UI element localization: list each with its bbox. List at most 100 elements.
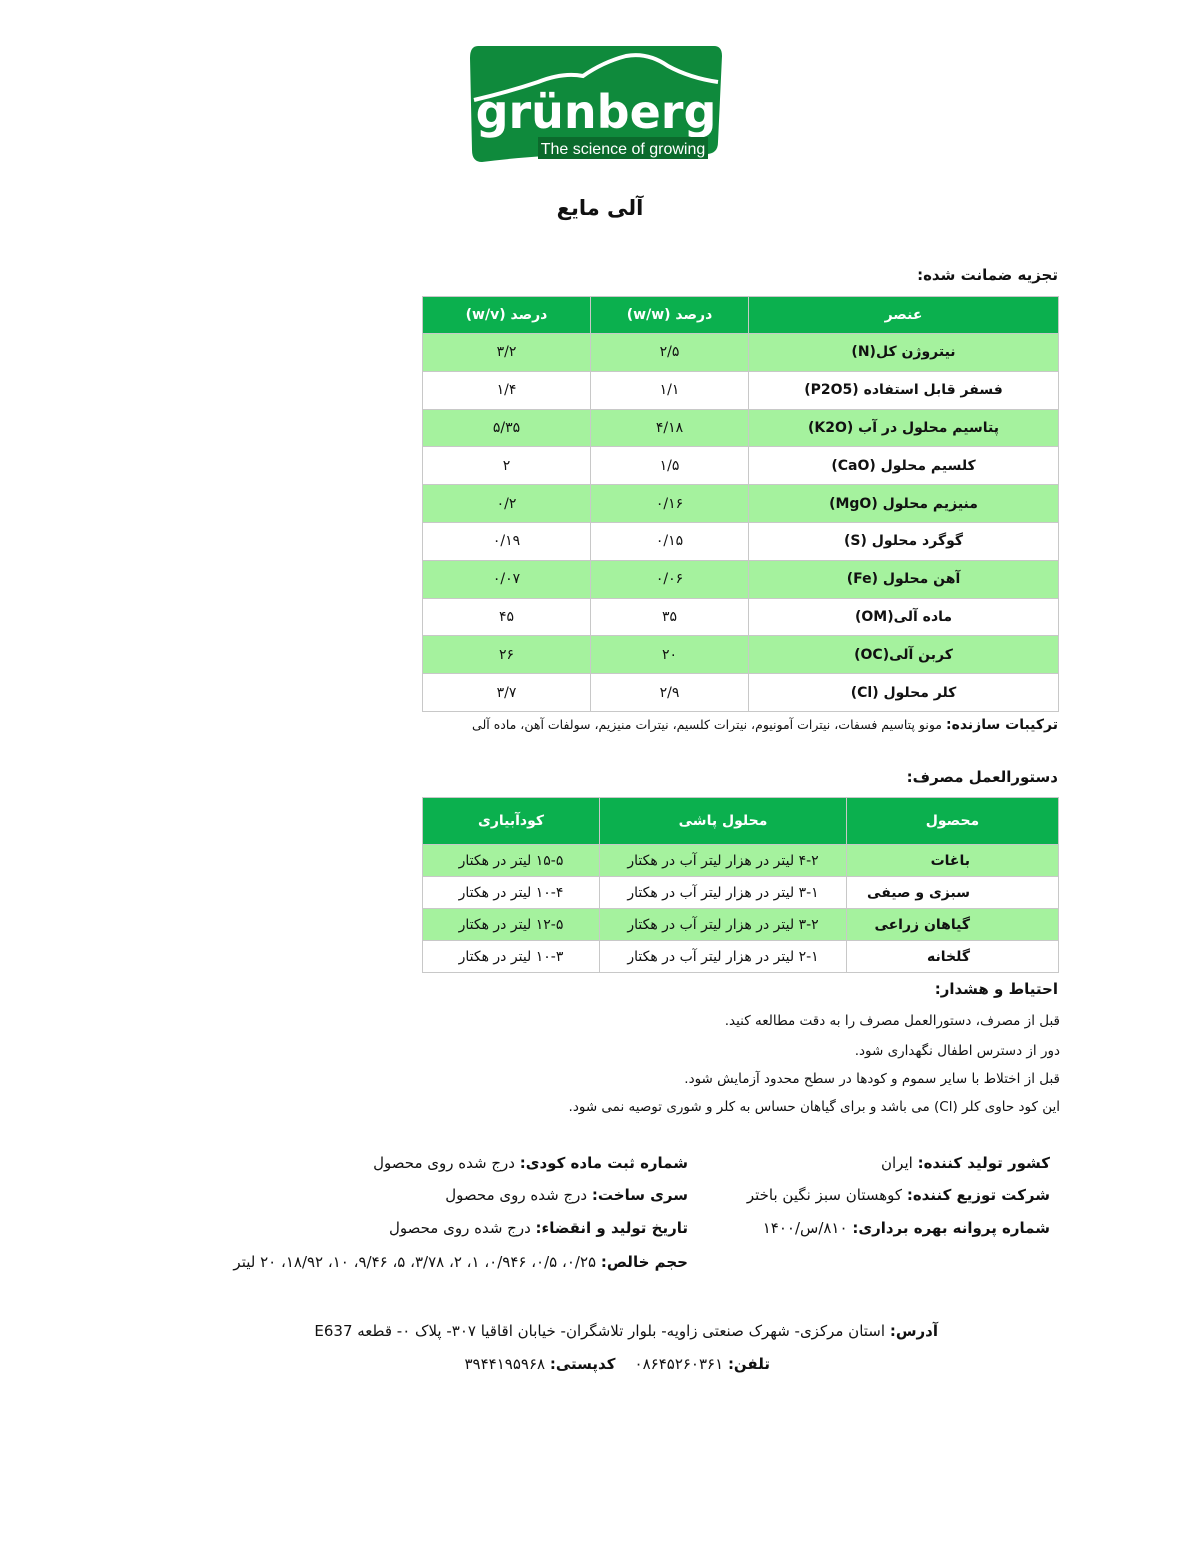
registration-info: شماره ثبت ماده کودی: درج شده روی محصول	[373, 1154, 688, 1172]
batch-label: سری ساخت:	[591, 1186, 688, 1204]
percent-ww: ۱/۱	[590, 370, 749, 410]
ingredients: ترکیبات سازنده: مونو پتاسیم فسفات، نیترا…	[472, 717, 1058, 733]
crop-name: سبزی و صیفی	[846, 876, 1059, 909]
batch-info: سری ساخت: درج شده روی محصول	[445, 1186, 688, 1204]
percent-wv: ۲	[422, 446, 591, 486]
analysis-table: عنصر درصد (w/w) درصد (w/v) نیتروژن کل(N)…	[422, 296, 1059, 712]
page-title: آلی مایع	[556, 196, 644, 220]
dates-label: تاریخ تولید و انقضاء:	[535, 1219, 688, 1237]
phone-label: تلفن:	[727, 1355, 770, 1373]
percent-wv: ۳/۲	[422, 333, 591, 372]
foliar-dose: ۳-۲ لیتر در هزار لیتر آب در هکتار	[599, 908, 847, 941]
element-name: کلر محلول (Cl)	[748, 673, 1059, 712]
usage-heading: دستورالعمل مصرف:	[906, 768, 1058, 786]
warning-line: قبل از اختلاط با سایر سموم و کودها در سط…	[684, 1071, 1060, 1087]
warning-line: این کود حاوی کلر (Cl) می باشد و برای گیا…	[568, 1099, 1060, 1115]
registration-value: درج شده روی محصول	[373, 1154, 515, 1172]
crop-name: باغات	[846, 844, 1059, 877]
column-header: محلول پاشی	[599, 797, 847, 845]
percent-ww: ۰/۱۵	[590, 521, 749, 561]
foliar-dose: ۳-۱ لیتر در هزار لیتر آب در هکتار	[599, 876, 847, 909]
dates-info: تاریخ تولید و انقضاء: درج شده روی محصول	[389, 1219, 688, 1237]
fertigation-dose: ۱۰-۳ لیتر در هکتار	[422, 940, 600, 973]
element-name: کربن آلی(OC)	[748, 635, 1059, 675]
address-value: استان مرکزی- شهرک صنعتی زاویه- بلوار تلا…	[314, 1322, 886, 1340]
phone-value: ۰۸۶۴۵۲۶۰۳۶۱	[634, 1355, 724, 1373]
license-info: شماره پروانه بهره برداری: ۸۱۰/س/۱۴۰۰	[763, 1219, 1050, 1237]
analysis-heading: تجزیه ضمانت شده:	[917, 266, 1058, 284]
volume-label: حجم خالص:	[600, 1253, 688, 1271]
volume-value: ۰/۲۵، ۰/۵، ۰/۹۴۶، ۱، ۲، ۳/۷۸، ۵، ۹/۴۶، ۱…	[233, 1253, 597, 1271]
element-name: نیتروژن کل(N)	[748, 333, 1059, 372]
percent-wv: ۴۵	[422, 597, 591, 637]
percent-ww: ۰/۱۶	[590, 484, 749, 523]
element-name: فسفر قابل استفاده (P2O5)	[748, 370, 1059, 410]
percent-wv: ۵/۳۵	[422, 408, 591, 448]
percent-wv: ۰/۰۷	[422, 559, 591, 599]
license-label: شماره پروانه بهره برداری:	[852, 1219, 1050, 1237]
warnings-heading: احتیاط و هشدار:	[934, 980, 1058, 998]
percent-ww: ۳۵	[590, 597, 749, 637]
percent-ww: ۴/۱۸	[590, 408, 749, 448]
fertigation-dose: ۱۵-۵ لیتر در هکتار	[422, 844, 600, 877]
logo-brand: grünberg	[476, 85, 717, 139]
element-name: منیزیم محلول (MgO)	[748, 484, 1059, 523]
distributor-info: شرکت توزیع کننده: کوهستان سبز نگین باختر	[747, 1186, 1050, 1204]
grunberg-logo: grünberg The science of growing	[468, 42, 724, 164]
ingredients-text: مونو پتاسیم فسفات، نیترات آمونیوم، نیترا…	[472, 717, 942, 732]
column-header: محصول	[846, 797, 1059, 845]
address-label: آدرس:	[889, 1322, 938, 1340]
percent-ww: ۰/۰۶	[590, 559, 749, 599]
element-name: آهن محلول (Fe)	[748, 559, 1059, 599]
contact: تلفن: ۰۸۶۴۵۲۶۰۳۶۱ کدپستی: ۳۹۴۴۱۹۵۹۶۸	[465, 1355, 771, 1373]
fertigation-dose: ۱۰-۴ لیتر در هکتار	[422, 876, 600, 909]
postal-value: ۳۹۴۴۱۹۵۹۶۸	[464, 1355, 546, 1373]
column-header: کودآبیاری	[422, 797, 600, 845]
country-label: کشور تولید کننده:	[917, 1154, 1050, 1172]
address: آدرس: استان مرکزی- شهرک صنعتی زاویه- بلو…	[314, 1322, 938, 1340]
country-info: کشور تولید کننده: ایران	[881, 1154, 1050, 1172]
column-header: درصد (w/v)	[422, 296, 591, 334]
element-name: گوگرد محلول (S)	[748, 521, 1059, 561]
percent-wv: ۱/۴	[422, 370, 591, 410]
percent-wv: ۰/۱۹	[422, 521, 591, 561]
element-name: کلسیم محلول (CaO)	[748, 446, 1059, 486]
fertigation-dose: ۱۲-۵ لیتر در هکتار	[422, 908, 600, 941]
foliar-dose: ۴-۲ لیتر در هزار لیتر آب در هکتار	[599, 844, 847, 877]
crop-name: گیاهان زراعی	[846, 908, 1059, 941]
percent-ww: ۱/۵	[590, 446, 749, 486]
crop-name: گلخانه	[846, 940, 1059, 973]
percent-ww: ۲/۹	[590, 673, 749, 712]
element-name: ماده آلی(OM)	[748, 597, 1059, 637]
column-header: درصد (w/w)	[590, 296, 749, 334]
batch-value: درج شده روی محصول	[445, 1186, 588, 1204]
column-header: عنصر	[748, 296, 1059, 334]
warning-line: دور از دسترس اطفال نگهداری شود.	[854, 1043, 1060, 1059]
postal-label: کدپستی:	[549, 1355, 616, 1373]
distributor-label: شرکت توزیع کننده:	[906, 1186, 1050, 1204]
volume-info: حجم خالص: ۰/۲۵، ۰/۵، ۰/۹۴۶، ۱، ۲، ۳/۷۸، …	[233, 1253, 688, 1271]
warning-line: قبل از مصرف، دستورالعمل مصرف را به دقت م…	[724, 1013, 1060, 1029]
percent-ww: ۲/۵	[590, 333, 749, 372]
country-value: ایران	[880, 1154, 913, 1172]
percent-ww: ۲۰	[590, 635, 749, 675]
foliar-dose: ۲-۱ لیتر در هزار لیتر آب در هکتار	[599, 940, 847, 973]
element-name: پتاسیم محلول در آب (K2O)	[748, 408, 1059, 448]
logo-tagline: The science of growing	[541, 141, 706, 158]
ingredients-label: ترکیبات سازنده:	[945, 717, 1058, 733]
dates-value: درج شده روی محصول	[388, 1219, 531, 1237]
